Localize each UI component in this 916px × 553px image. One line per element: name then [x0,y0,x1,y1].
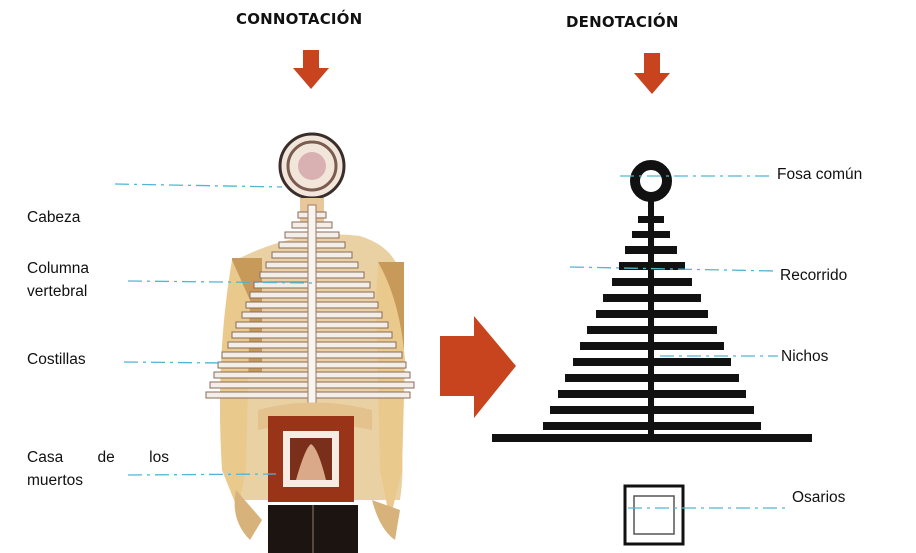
label-ossuaries: Osarios [792,489,846,506]
denotation-heading: DENOTACIÓN [566,13,679,31]
label-house-line1: Casa de los [27,449,169,466]
connotation-down-arrow [293,50,329,89]
denotation-down-arrow [634,53,670,94]
route-guide-line [569,266,776,272]
label-ribs: Costillas [27,351,86,368]
house-guide-line [127,473,277,476]
label-head: Cabeza [27,209,81,226]
transformation-arrow [440,316,516,418]
label-mass-grave: Fosa común [777,166,863,183]
label-spine: Columna vertebral [27,257,89,303]
label-route: Recorrido [780,267,848,284]
skeleton-figure [205,132,415,553]
connotation-heading: CONNOTACIÓN [236,10,363,28]
label-spine-line2: vertebral [27,283,88,300]
label-spine-line1: Columna [27,260,90,277]
ossuary-box [623,484,685,546]
ribs-guide-line [123,361,225,364]
label-house-of-the-dead: Casa de los muertos [27,446,169,492]
denotation-figure [492,160,812,442]
label-niches: Nichos [781,348,829,365]
label-house-line2: muertos [27,472,83,489]
spine-guide-line [127,280,315,284]
head-guide-line [114,183,283,188]
